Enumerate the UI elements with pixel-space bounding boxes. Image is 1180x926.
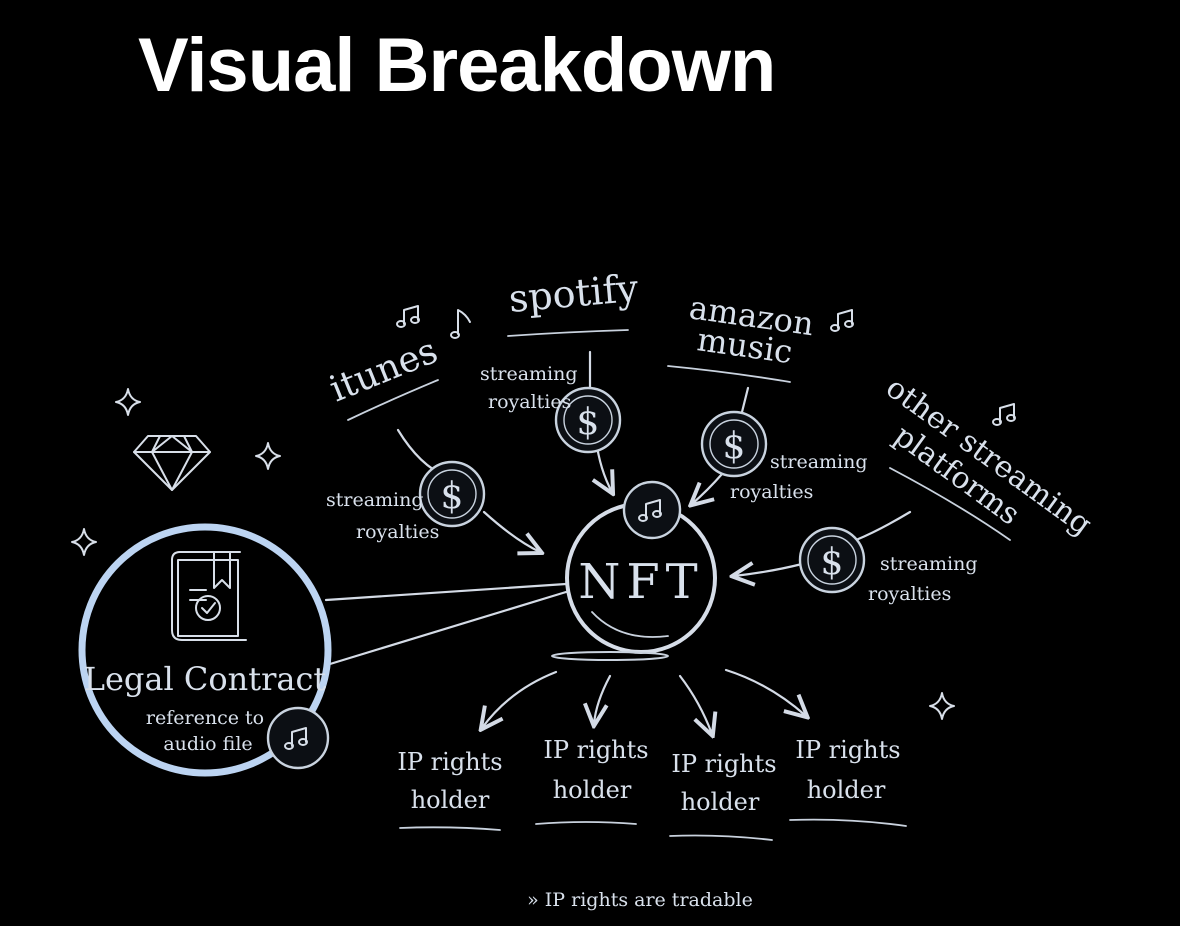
royalty-label-amazon-1: streaming (770, 451, 868, 473)
flow-other (854, 510, 912, 542)
royalty-label-spotify-1: streaming (480, 363, 578, 385)
dollar-coin-icon: $ (554, 386, 622, 454)
underline-spotify (507, 329, 629, 337)
holder-2-underline (535, 821, 637, 825)
contract-subtitle-1: reference to (146, 707, 264, 729)
link-contract-nft-top (324, 582, 568, 602)
flow-itunes-nft (482, 510, 540, 552)
underline-amazon (667, 365, 791, 383)
dollar-coin-icon: $ (700, 410, 768, 478)
diamond-icon (133, 435, 211, 491)
sparkle-icon (71, 528, 97, 556)
holder-1-underline (399, 826, 501, 831)
holder-1-line1: IP rights (397, 748, 502, 776)
music-note-icon (992, 403, 1016, 426)
music-note-icon (396, 305, 420, 328)
underline-itunes (347, 379, 439, 421)
legal-contract-node: Legal Contract reference to audio file (78, 523, 332, 777)
page-title: Visual Breakdown (138, 23, 776, 108)
royalty-label-other-1: streaming (880, 553, 978, 575)
music-note-icon (830, 309, 854, 332)
svg-text:$: $ (441, 476, 464, 517)
flow-nft-holder-1 (482, 670, 558, 728)
royalty-label-itunes-1: streaming (326, 489, 424, 511)
holder-3-line2: holder (681, 788, 760, 816)
holder-3-underline (669, 834, 773, 841)
holder-2-line1: IP rights (543, 736, 648, 764)
sparkle-icon (255, 442, 281, 470)
music-note-icon (266, 706, 330, 770)
royalty-label-itunes-2: royalties (356, 521, 439, 543)
holder-2-line2: holder (553, 776, 632, 804)
flow-nft-holder-3 (678, 674, 712, 734)
holder-3-line1: IP rights (671, 750, 776, 778)
platform-spotify: spotify (507, 266, 641, 321)
svg-text:$: $ (577, 402, 600, 443)
music-note-icon (622, 480, 682, 540)
flow-other-nft (734, 564, 804, 576)
flow-nft-holder-4 (724, 668, 806, 716)
svg-text:$: $ (723, 426, 746, 467)
svg-text:$: $ (821, 542, 844, 583)
footer-note: » IP rights are tradable (527, 889, 753, 911)
holder-4-underline (789, 818, 907, 827)
document-check-icon (171, 551, 247, 641)
flow-amazon-nft (692, 472, 724, 504)
holder-4-line2: holder (807, 776, 886, 804)
nft-node: NFT (551, 480, 717, 661)
sparkle-icon (115, 388, 141, 416)
platform-itunes: itunes (324, 330, 443, 410)
dollar-coin-icon: $ (418, 460, 486, 528)
holder-4-line1: IP rights (795, 736, 900, 764)
contract-title: Legal Contract (84, 660, 327, 698)
underline-other (889, 467, 1011, 541)
contract-subtitle-2: audio file (163, 733, 252, 755)
holder-1-line2: holder (411, 786, 490, 814)
nft-label: NFT (578, 554, 703, 610)
dollar-coin-icon: $ (798, 526, 866, 594)
link-contract-nft-bottom (328, 590, 568, 666)
royalty-label-spotify-2: royalties (488, 391, 571, 413)
royalty-label-amazon-2: royalties (730, 481, 813, 503)
music-note-icon (450, 309, 471, 339)
flow-nft-holder-2 (594, 674, 612, 724)
royalty-label-other-2: royalties (868, 583, 951, 605)
flow-amazon (740, 386, 750, 414)
sparkle-icon (929, 692, 955, 720)
